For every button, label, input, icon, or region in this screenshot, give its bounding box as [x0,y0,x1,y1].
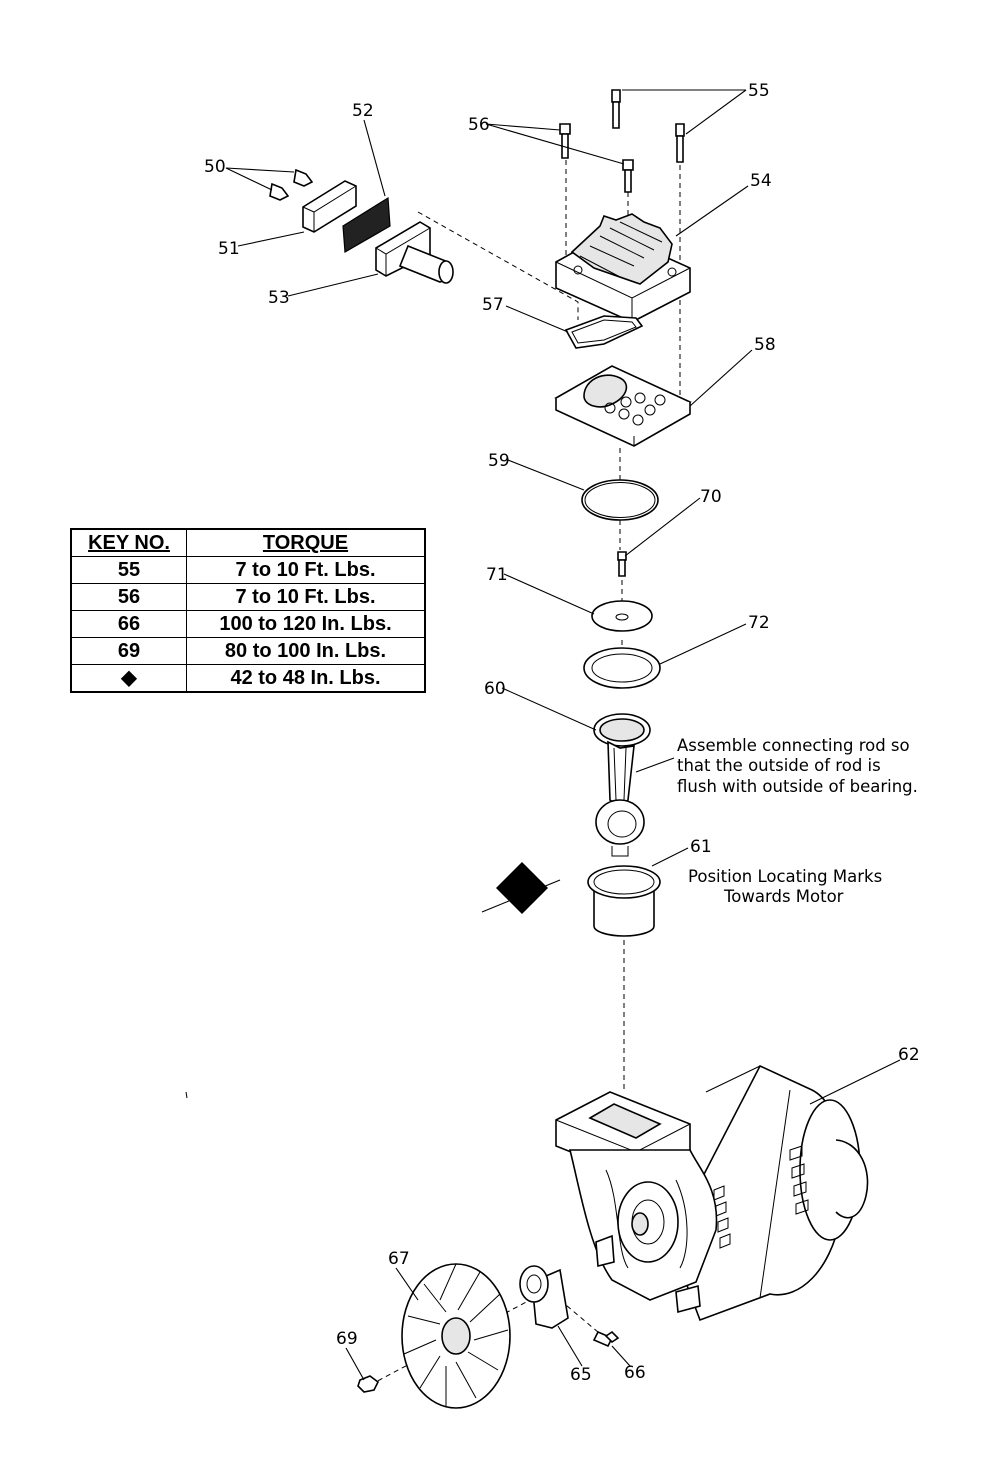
part-59-o-ring [581,479,659,521]
callout-62: 62 [898,1045,920,1065]
table-row: 69 80 to 100 In. Lbs. [70,637,426,665]
key-cell: 66 [70,610,187,638]
callout-71: 71 [486,565,508,585]
part-72-ring [583,647,661,689]
table-row: 66 100 to 120 In. Lbs. [70,610,426,638]
torque-cell: 80 to 100 In. Lbs. [186,637,426,665]
key-cell: 69 [70,637,187,665]
part-69-screw [357,1375,380,1393]
part-67-fan [401,1263,511,1409]
callout-51: 51 [218,239,240,259]
torque-table: KEY NO. TORQUE 55 7 to 10 Ft. Lbs. 56 7 … [70,528,426,693]
part-66-bolt [592,1330,620,1348]
callout-labels: 50 51 52 53 54 55 56 57 58 59 60 61 62 6… [204,81,920,1385]
callout-54: 54 [750,171,772,191]
part-51-block [302,180,357,233]
header-torque: TORQUE [186,528,426,557]
marks-note-line-2: Towards Motor [723,887,844,906]
torque-cell: 7 to 10 Ft. Lbs. [186,583,426,611]
callout-59: 59 [488,451,510,471]
stray-mark [185,1091,188,1099]
part-60-connecting-rod [593,713,651,857]
table-row: 55 7 to 10 Ft. Lbs. [70,556,426,584]
key-cell: 56 [70,583,187,611]
torque-cell: 100 to 120 In. Lbs. [186,610,426,638]
torque-table-header: KEY NO. TORQUE [70,528,426,557]
leader-lines [225,89,901,1381]
part-54-cylinder-head [555,213,691,323]
assembly-notes: Assemble connecting rod so that the outs… [677,736,918,906]
callout-69: 69 [336,1329,358,1349]
part-58-valve-plate [554,365,692,447]
key-cell: 55 [70,556,187,584]
part-57-gasket [564,315,644,349]
part-71-disc [591,600,653,632]
callout-53: 53 [268,288,290,308]
part-62-motor [555,1064,869,1322]
callout-57: 57 [482,295,504,315]
diamond-marker-icon [496,862,548,914]
table-row: 56 7 to 10 Ft. Lbs. [70,583,426,611]
callout-60: 60 [484,679,506,699]
callout-61: 61 [690,837,712,857]
diamond-key-cell: ◆ [70,664,187,693]
table-row: ◆ 42 to 48 In. Lbs. [70,664,426,693]
rod-note-line-3: flush with outside of bearing. [677,777,918,796]
callout-58: 58 [754,335,776,355]
part-52-filter [342,196,391,253]
callout-50: 50 [204,157,226,177]
part-61-bearing [481,862,661,937]
callout-55: 55 [748,81,770,101]
torque-cell: 42 to 48 In. Lbs. [186,664,426,693]
torque-cell: 7 to 10 Ft. Lbs. [186,556,426,584]
callout-56: 56 [468,115,490,135]
marks-note-line-1: Position Locating Marks [688,867,882,886]
callout-65: 65 [570,1365,592,1385]
rod-note-line-1: Assemble connecting rod so [677,736,910,755]
callout-52: 52 [352,101,374,121]
part-70-screw [617,551,627,577]
header-key-no: KEY NO. [70,528,187,557]
part-65-eccentric [519,1265,569,1329]
callout-67: 67 [388,1249,410,1269]
rod-note-line-2: that the outside of rod is [677,756,881,775]
part-50-screws [269,168,314,201]
callout-72: 72 [748,613,770,633]
callout-66: 66 [624,1363,646,1383]
part-53-intake [375,221,454,284]
part-55-56-bolts [559,89,685,193]
callout-70: 70 [700,487,722,507]
